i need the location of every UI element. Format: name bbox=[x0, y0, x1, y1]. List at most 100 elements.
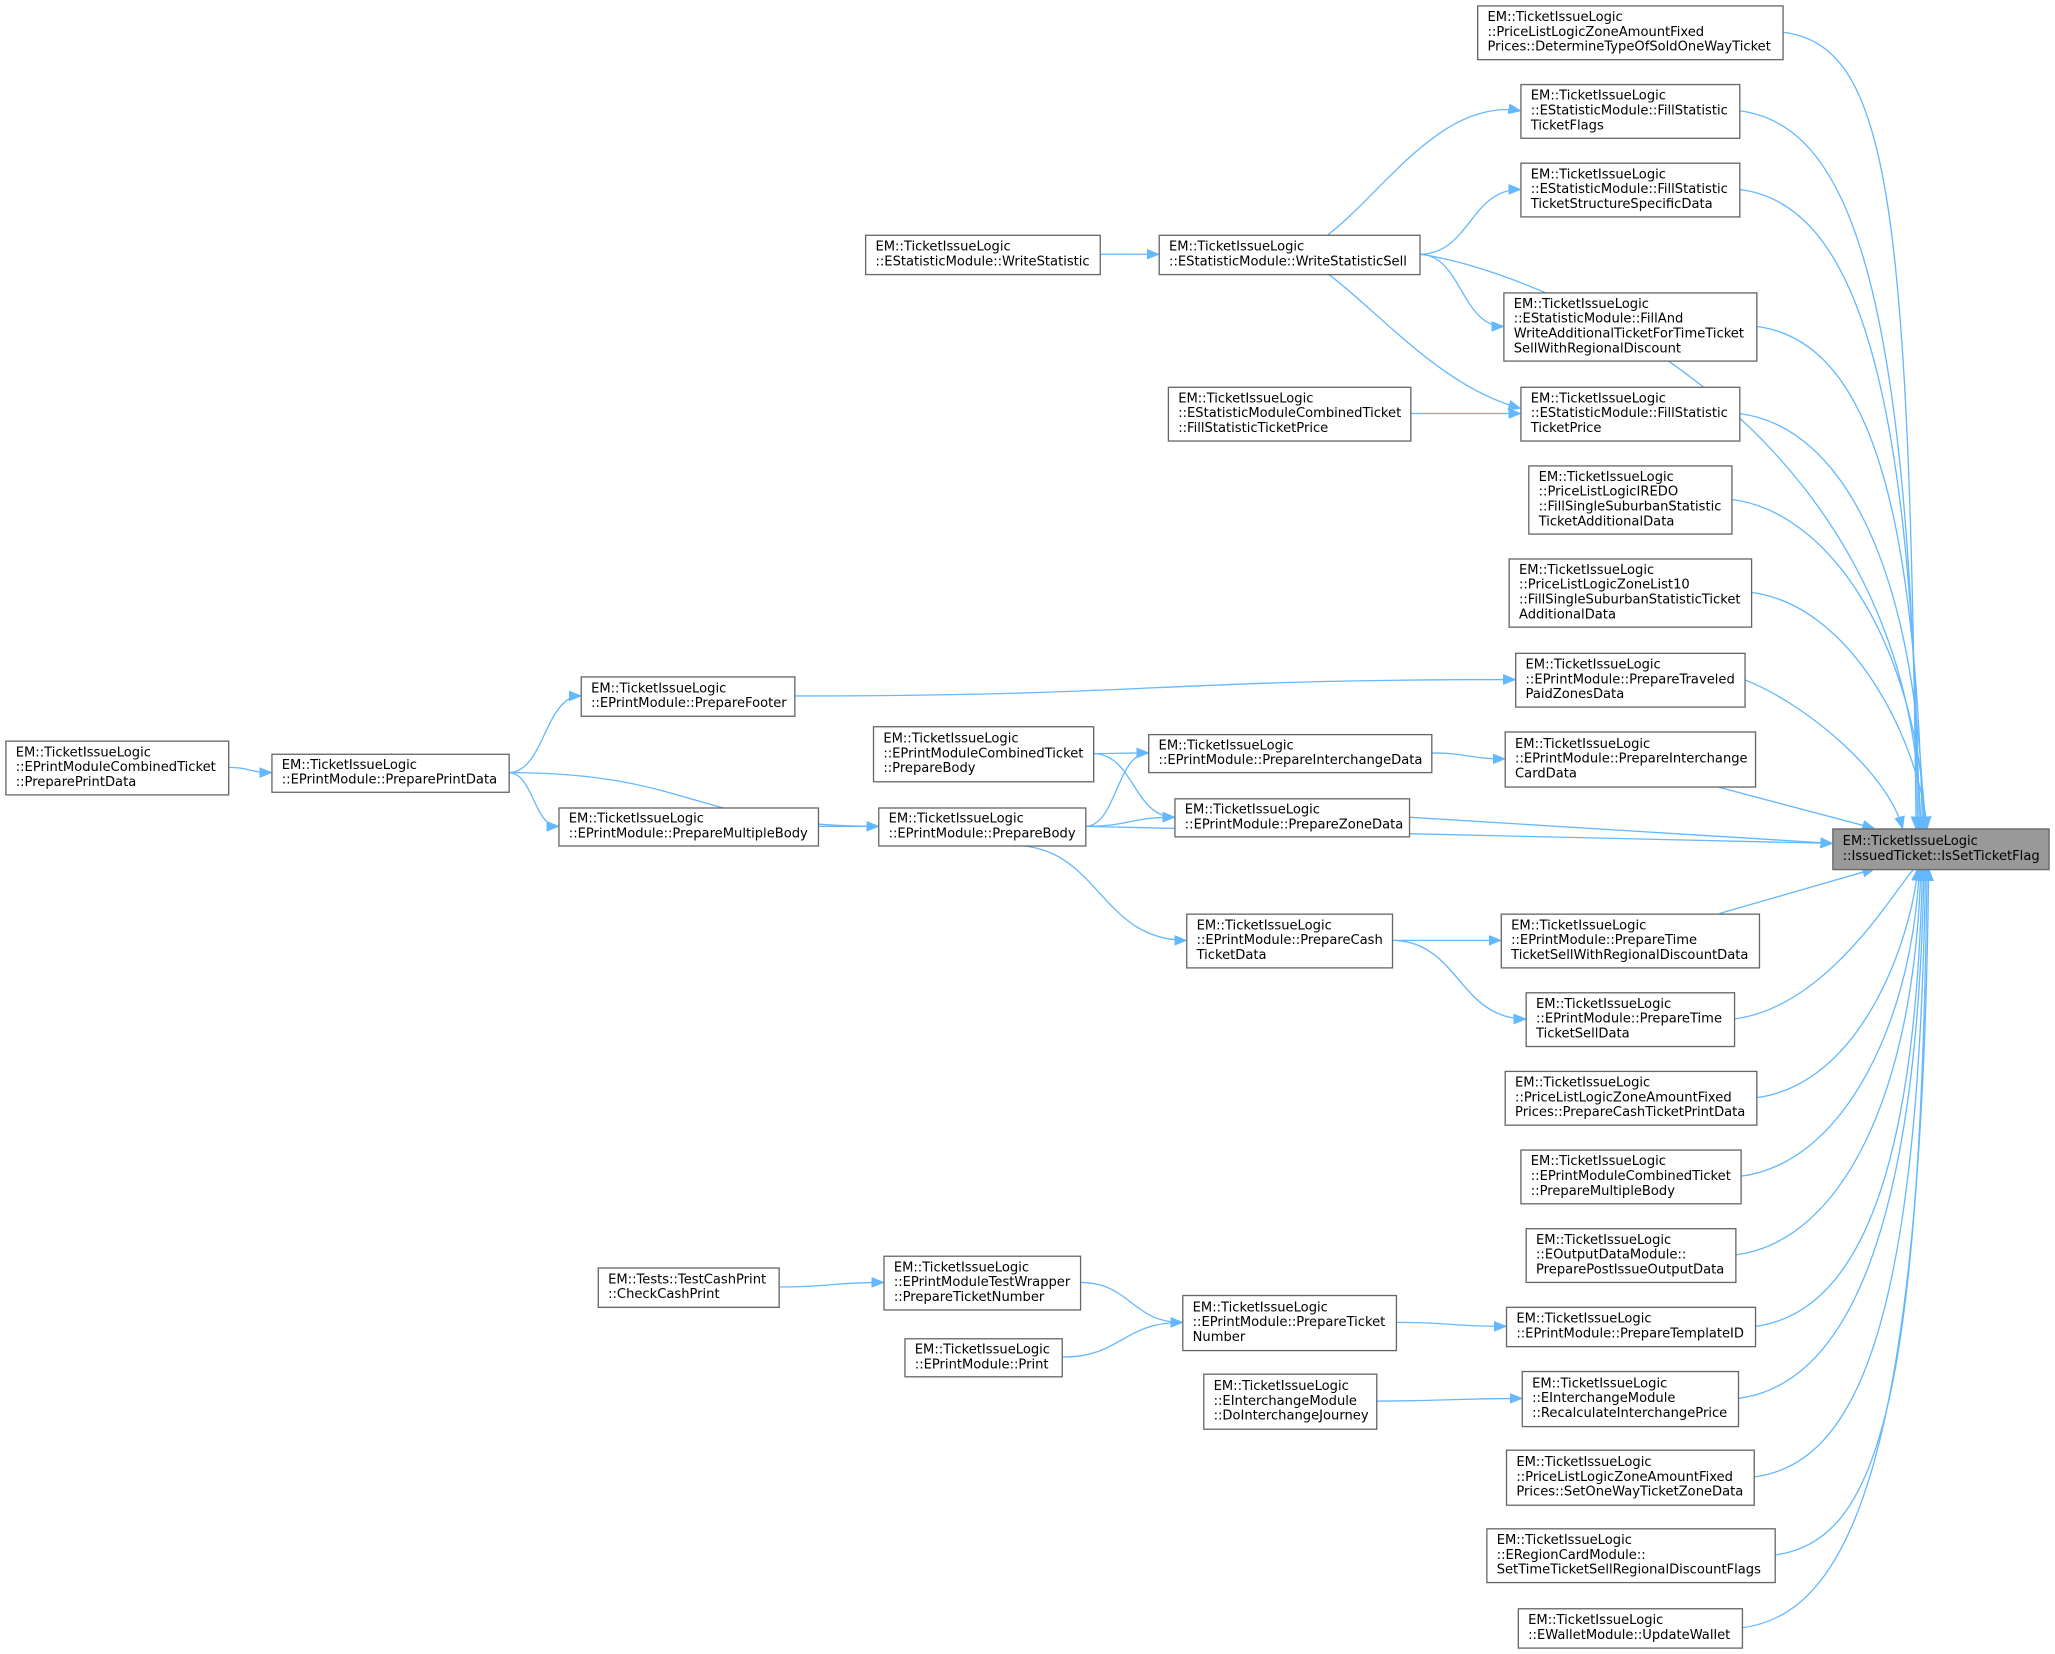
node-box bbox=[1505, 1449, 1755, 1506]
node-box bbox=[1158, 234, 1421, 276]
graph-node[interactable]: EM::TicketIssueLogic::EPrintModule::Prep… bbox=[1186, 913, 1394, 969]
node-label-line: ::PrepareTicketNumber bbox=[894, 1290, 1045, 1305]
graph-node[interactable]: EM::TicketIssueLogic::PriceListLogicZone… bbox=[1505, 1449, 1755, 1506]
node-label-line: CardData bbox=[1515, 766, 1577, 781]
graph-node[interactable]: EM::TicketIssueLogic::EPrintModule::Prin… bbox=[904, 1338, 1063, 1378]
node-label-line: EM::TicketIssueLogic bbox=[1532, 1376, 1667, 1391]
graph-node[interactable]: EM::TicketIssueLogic::EPrintModule::Prep… bbox=[1504, 731, 1757, 788]
call-edge bbox=[1719, 869, 1874, 915]
call-edge bbox=[1782, 31, 1916, 828]
node-label-line: EM::TicketIssueLogic bbox=[1536, 997, 1671, 1012]
node-label-line: EM::TicketIssueLogic bbox=[1178, 391, 1313, 406]
graph-node[interactable]: EM::TicketIssueLogic::EPrintModule::Prep… bbox=[1148, 733, 1433, 774]
graph-node[interactable]: EM::TicketIssueLogic::EWalletModule::Upd… bbox=[1517, 1608, 1744, 1649]
graph-node[interactable]: EM::TicketIssueLogic::EStatisticModule::… bbox=[1158, 234, 1421, 276]
node-label-line: EM::TicketIssueLogic bbox=[1526, 657, 1661, 672]
graph-node[interactable]: EM::TicketIssueLogic::PriceListLogicZone… bbox=[1477, 5, 1784, 61]
call-edge bbox=[1731, 498, 1925, 828]
call-edge bbox=[1756, 325, 1922, 828]
graph-node[interactable]: EM::Tests::TestCashPrint::CheckCashPrint bbox=[597, 1267, 780, 1308]
graph-node[interactable]: EM::TicketIssueLogic::EPrintModule::Prep… bbox=[1525, 992, 1736, 1048]
node-box bbox=[1486, 1528, 1776, 1584]
node-label-line: EM::TicketIssueLogic bbox=[1531, 391, 1666, 406]
call-edge bbox=[1395, 1322, 1506, 1326]
graph-node[interactable]: EM::TicketIssueLogic::EPrintModuleCombin… bbox=[5, 740, 230, 796]
graph-node[interactable]: EM::TicketIssueLogic::EPrintModule::Prep… bbox=[1505, 1306, 1757, 1348]
graph-node[interactable]: EM::TicketIssueLogic::EInterchangeModule… bbox=[1203, 1373, 1378, 1430]
nodes-layer: EM::TicketIssueLogic::IssuedTicket::IsSe… bbox=[5, 5, 2050, 1649]
node-label-line: ::DoInterchangeJourney bbox=[1214, 1409, 1369, 1424]
call-edge bbox=[1756, 869, 1917, 1099]
node-label-line: ::EPrintModule::PrepareTime bbox=[1536, 1012, 1722, 1027]
node-box bbox=[1525, 992, 1736, 1048]
node-box bbox=[1203, 1373, 1378, 1430]
graph-node[interactable]: EM::TicketIssueLogic::EStatisticModule::… bbox=[864, 234, 1101, 276]
graph-node[interactable]: EM::TicketIssueLogic::EInterchangeModule… bbox=[1521, 1370, 1740, 1428]
node-label-line: EM::TicketIssueLogic bbox=[875, 240, 1010, 255]
graph-node[interactable]: EM::TicketIssueLogic::ERegionCardModule:… bbox=[1486, 1528, 1776, 1584]
graph-node[interactable]: EM::TicketIssueLogic::PriceListLogicIRED… bbox=[1528, 465, 1733, 535]
node-box bbox=[1508, 558, 1753, 628]
graph-node[interactable]: EM::TicketIssueLogic::EPrintModule::Prep… bbox=[271, 753, 510, 793]
node-box bbox=[1525, 1228, 1737, 1284]
call-edge bbox=[1079, 1281, 1182, 1322]
node-box bbox=[580, 676, 796, 717]
node-box bbox=[1505, 1306, 1757, 1348]
node-label-line: ::EPrintModule::PrepareMultipleBody bbox=[569, 826, 808, 841]
node-box bbox=[904, 1338, 1063, 1378]
node-label-line: SellWithRegionalDiscount bbox=[1514, 341, 1681, 356]
node-label-line: EM::TicketIssueLogic bbox=[883, 732, 1018, 747]
call-edge bbox=[1741, 869, 1929, 1629]
graph-node[interactable]: EM::TicketIssueLogic::EPrintModule::Prep… bbox=[580, 676, 796, 717]
graph-node[interactable]: EM::TicketIssueLogic::EPrintModuleCombin… bbox=[872, 726, 1095, 783]
node-label-line: EM::TicketIssueLogic bbox=[889, 812, 1024, 827]
graph-node[interactable]: EM::TicketIssueLogic::EStatisticModule::… bbox=[1520, 162, 1741, 218]
graph-node[interactable]: EM::TicketIssueLogic::EPrintModule::Prep… bbox=[878, 807, 1087, 847]
target-node[interactable]: EM::TicketIssueLogic::IssuedTicket::IsSe… bbox=[1832, 828, 2050, 871]
graph-node[interactable]: EM::TicketIssueLogic::EStatisticModule::… bbox=[1520, 386, 1741, 442]
node-label-line: ::EPrintModule::PrepareTemplateID bbox=[1516, 1326, 1744, 1341]
node-box bbox=[872, 726, 1095, 783]
call-edge bbox=[1327, 110, 1520, 236]
node-label-line: ::EPrintModule::PrepareTraveled bbox=[1526, 672, 1735, 687]
node-label-line: EM::TicketIssueLogic bbox=[569, 812, 704, 827]
graph-node[interactable]: EM::TicketIssueLogic::EPrintModule::Prep… bbox=[1500, 913, 1761, 969]
call-edge bbox=[1733, 869, 1916, 1020]
node-label-line: PaidZonesData bbox=[1526, 687, 1625, 702]
node-box bbox=[5, 740, 230, 796]
node-label-line: EM::TicketIssueLogic bbox=[1539, 470, 1674, 485]
graph-node[interactable]: EM::TicketIssueLogic::PriceListLogicZone… bbox=[1504, 1070, 1758, 1126]
graph-node[interactable]: EM::TicketIssueLogic::EPrintModule::Prep… bbox=[558, 807, 820, 847]
node-label-line: PreparePostIssueOutputData bbox=[1536, 1262, 1724, 1277]
node-label-line: ::EInterchangeModule bbox=[1214, 1394, 1357, 1409]
graph-node[interactable]: EM::TicketIssueLogic::EPrintModuleTestWr… bbox=[883, 1255, 1082, 1311]
node-box bbox=[1528, 465, 1733, 535]
node-label-line: TicketSellData bbox=[1535, 1027, 1630, 1042]
node-box bbox=[1520, 162, 1741, 218]
node-label-line: EM::TicketIssueLogic bbox=[1536, 1233, 1671, 1248]
node-label-line: EM::TicketIssueLogic bbox=[1159, 738, 1294, 753]
node-label-line: WriteAdditionalTicketForTimeTicket bbox=[1514, 326, 1744, 341]
graph-node[interactable]: EM::TicketIssueLogic::PriceListLogicZone… bbox=[1508, 558, 1753, 628]
graph-node[interactable]: EM::TicketIssueLogic::EPrintModule::Prep… bbox=[1515, 652, 1746, 708]
graph-node[interactable]: EM::TicketIssueLogic::EPrintModuleCombin… bbox=[1520, 1149, 1742, 1205]
call-edge bbox=[1739, 110, 1918, 829]
node-label-line: ::PriceListLogicIREDO bbox=[1539, 485, 1679, 500]
node-label-line: EM::TicketIssueLogic bbox=[1531, 89, 1666, 104]
node-box bbox=[1182, 1294, 1398, 1352]
graph-node[interactable]: EM::TicketIssueLogic::EStatisticModule::… bbox=[1503, 292, 1758, 362]
node-label-line: TicketFlags bbox=[1530, 118, 1604, 133]
node-label-line: TicketData bbox=[1196, 948, 1267, 963]
graph-node[interactable]: EM::TicketIssueLogic::EStatisticModule::… bbox=[1520, 83, 1741, 139]
graph-node[interactable]: EM::TicketIssueLogic::EOutputDataModule:… bbox=[1525, 1228, 1737, 1284]
node-label-line: ::EPrintModule::PrepareFooter bbox=[591, 696, 787, 711]
graph-node[interactable]: EM::TicketIssueLogic::EPrintModule::Prep… bbox=[1182, 1294, 1398, 1352]
call-edge bbox=[1740, 869, 1919, 1177]
node-box bbox=[1500, 913, 1761, 969]
graph-node[interactable]: EM::TicketIssueLogic::EStatisticModuleCo… bbox=[1167, 386, 1412, 442]
graph-node[interactable]: EM::TicketIssueLogic::EPrintModule::Prep… bbox=[1174, 798, 1411, 838]
node-label-line: ::PreparePrintData bbox=[16, 775, 137, 790]
node-label-line: ::PriceListLogicZoneAmountFixed bbox=[1515, 1090, 1732, 1105]
node-label-line: ::EPrintModule::PrepareTicket bbox=[1193, 1315, 1386, 1330]
node-label-line: EM::TicketIssueLogic bbox=[1193, 1300, 1328, 1315]
